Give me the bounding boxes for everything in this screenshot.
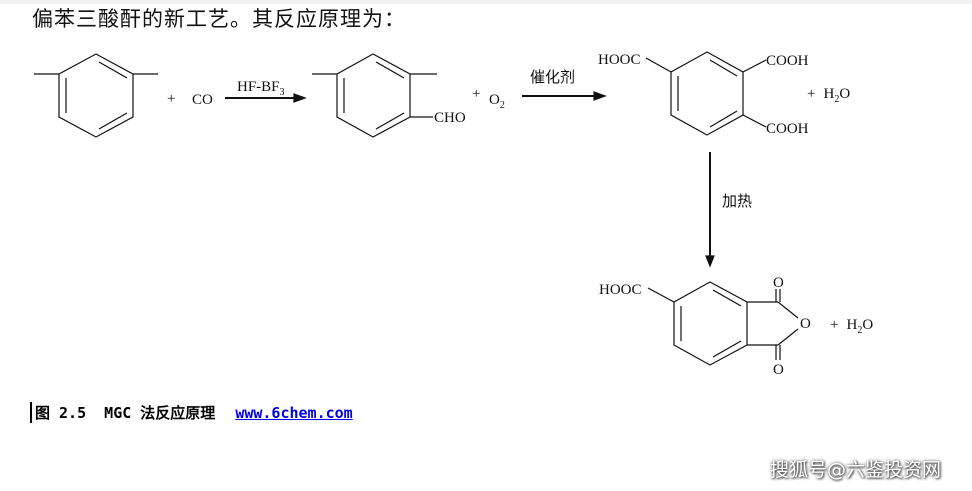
dimethylbenzaldehyde <box>312 53 437 138</box>
heat-label: 加热 <box>722 192 752 210</box>
ring-oxygen: O <box>800 316 811 332</box>
trimellitic-acid <box>645 51 767 136</box>
arrow-down <box>705 152 715 268</box>
hooc-group: HOOC <box>599 282 642 298</box>
water-byproduct: +H2O <box>807 86 850 105</box>
arrow-2 <box>522 91 607 101</box>
carbonyl-oxygen: O <box>773 362 784 378</box>
plus-sign: + <box>167 91 175 107</box>
plus-sign: + <box>472 86 480 102</box>
watermark: 搜狐号@六鉴投资网 <box>770 459 942 481</box>
carbonyl-oxygen: O <box>773 275 784 291</box>
top-strip <box>0 0 972 4</box>
caption-label: 图 2.5 MGC 法反应原理 <box>35 404 216 422</box>
o2-reagent: O2 <box>489 92 505 111</box>
hooc-group: HOOC <box>598 52 641 68</box>
figure-caption: 图 2.5 MGC 法反应原理 www.6chem.com <box>30 402 353 423</box>
cooh-group: COOH <box>766 121 809 137</box>
arrow-1 <box>225 93 307 103</box>
trimellitic-anhydride <box>647 281 799 366</box>
co-reagent: CO <box>192 92 213 108</box>
m-xylene <box>34 53 158 138</box>
page-title: 偏苯三酸酐的新工艺。其反应原理为： <box>32 7 406 31</box>
cooh-group: COOH <box>766 53 809 69</box>
cho-group: CHO <box>434 110 466 126</box>
water-byproduct: +H2O <box>830 317 873 336</box>
source-link[interactable]: www.6chem.com <box>235 404 353 422</box>
catalyst-hf-bf3: HF-BF3 <box>237 79 285 98</box>
catalyst-label: 催化剂 <box>530 68 575 86</box>
